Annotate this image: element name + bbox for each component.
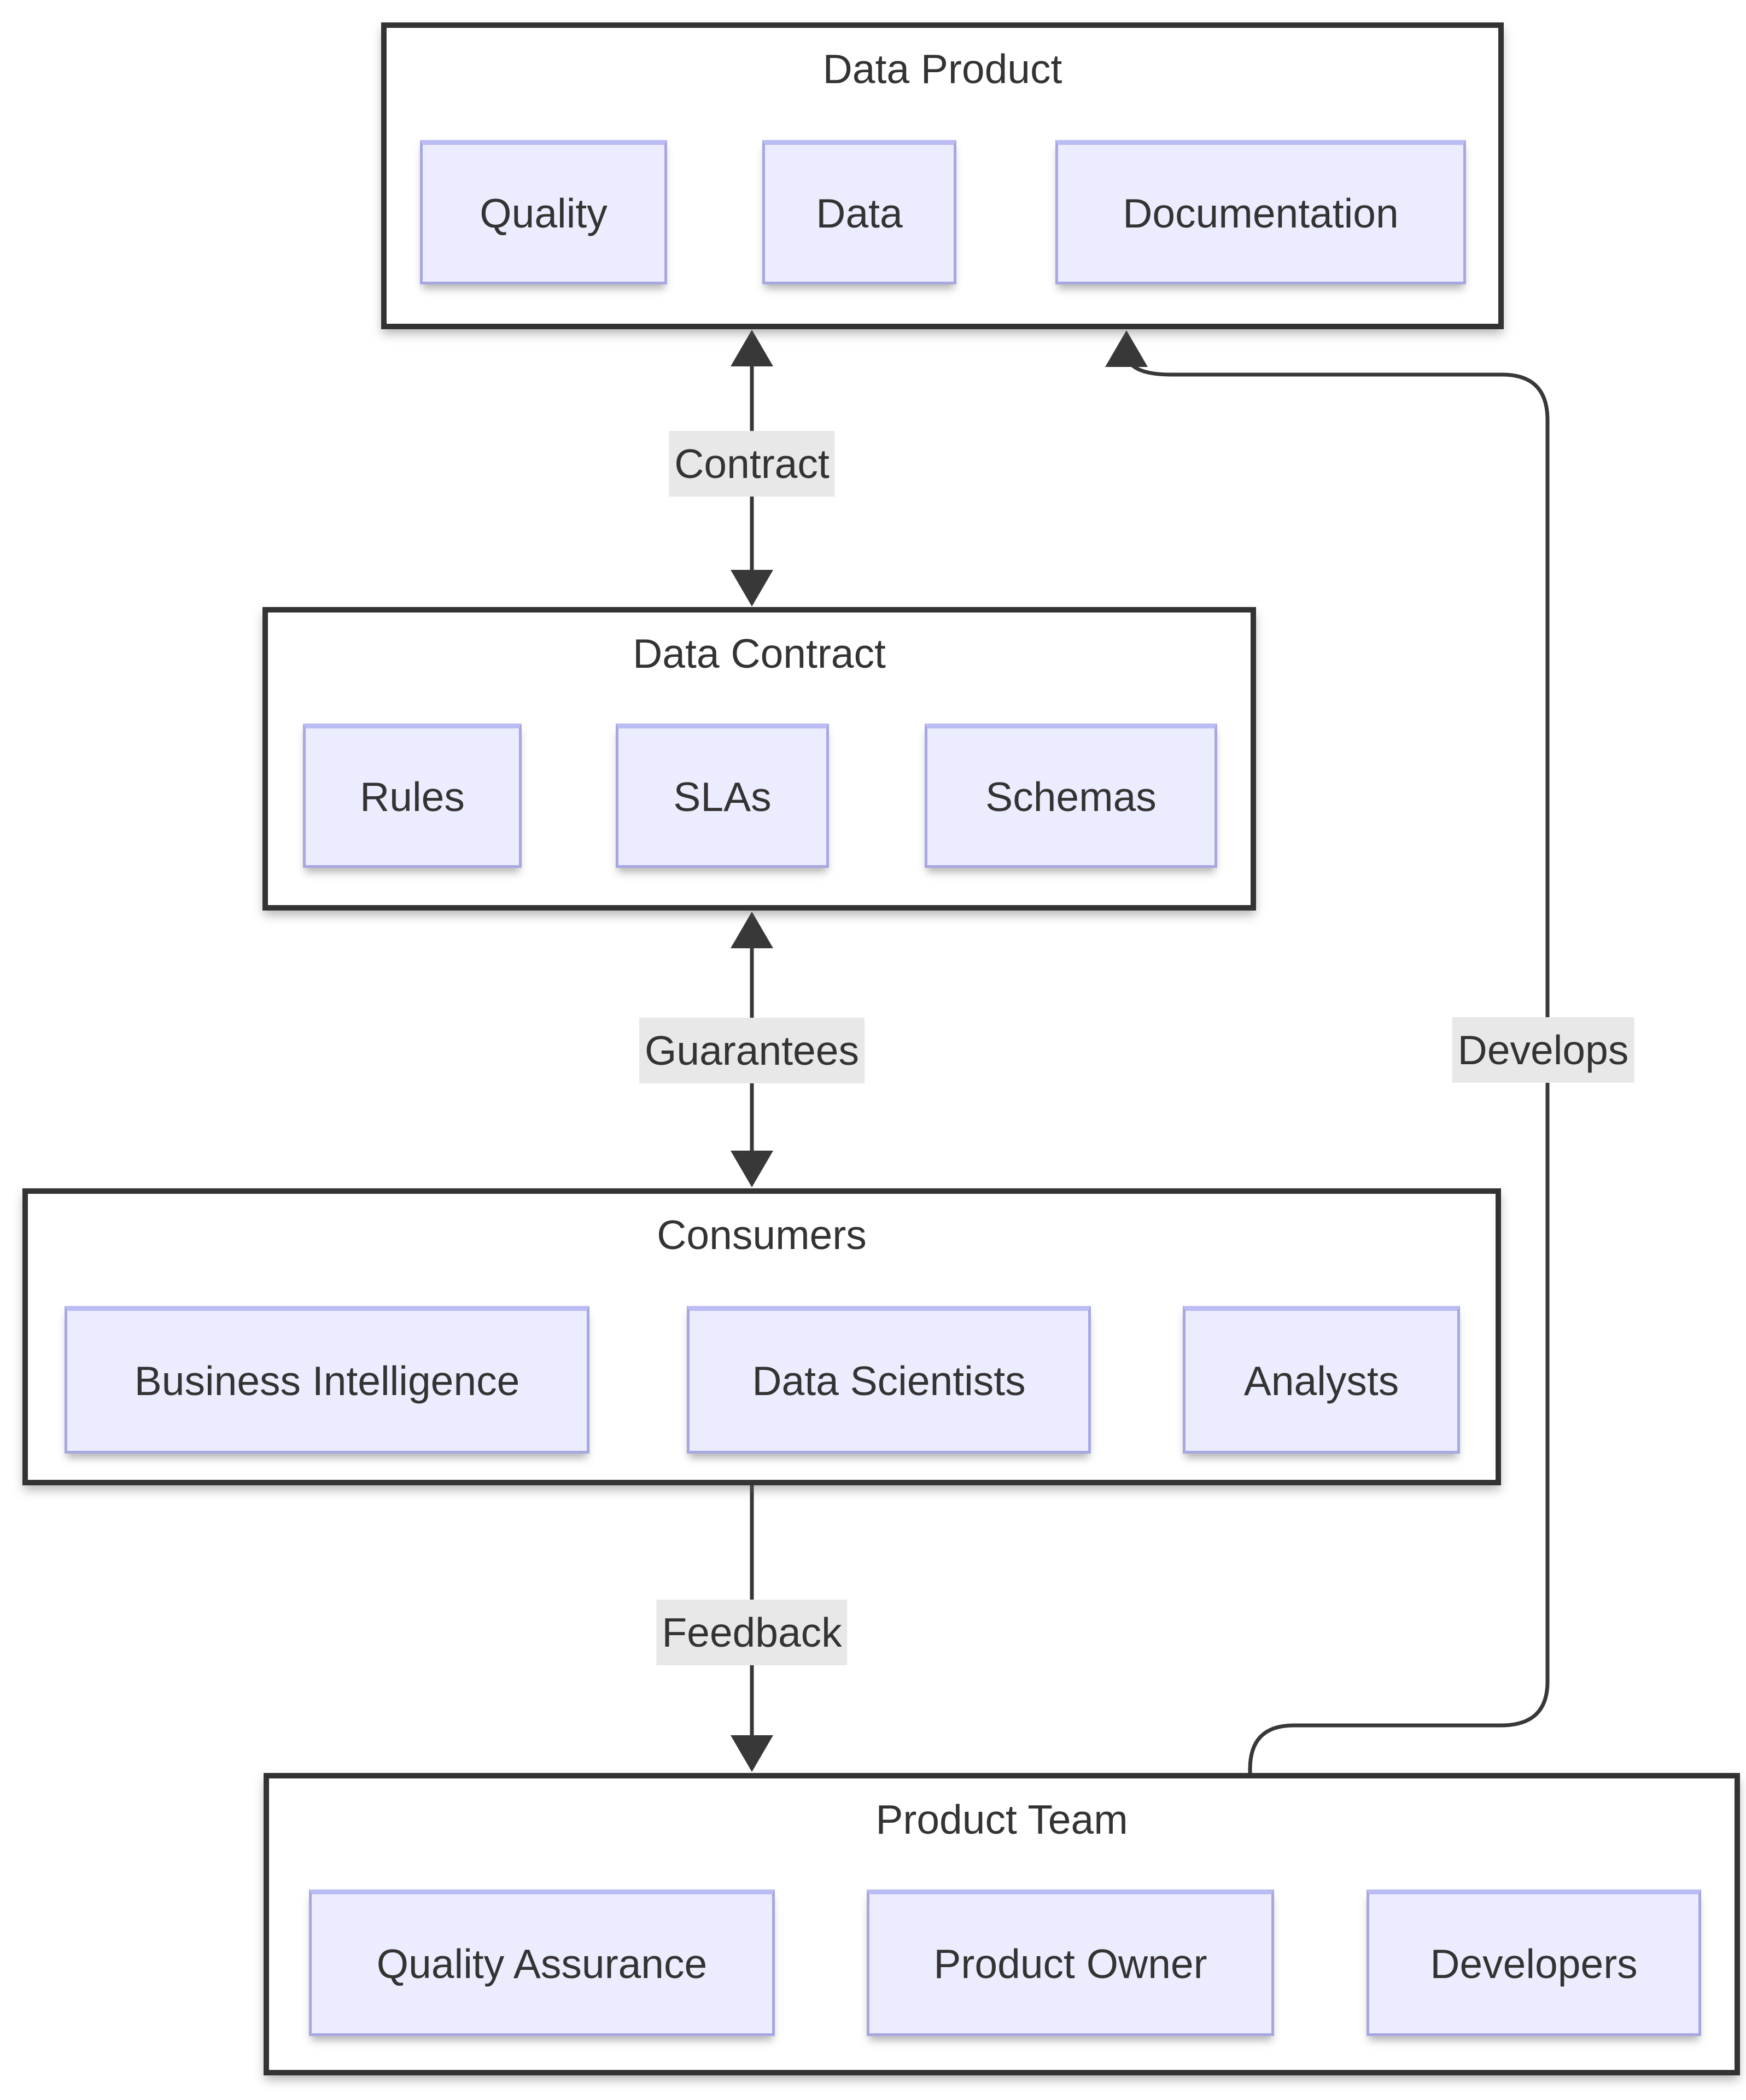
node-rules: Rules: [303, 724, 522, 868]
node-documentation-label: Documentation: [1123, 190, 1399, 236]
node-slas: SLAs: [616, 724, 829, 868]
node-data-scientists: Data Scientists: [687, 1306, 1091, 1454]
edge-label-feedback: Feedback: [656, 1600, 848, 1665]
group-product-team-title: Product Team: [875, 1796, 1128, 1842]
group-product-team: Product Team Quality Assurance Product O…: [264, 1773, 1740, 2075]
feedback-arrowhead-down-icon: [731, 1735, 773, 1772]
node-analysts-label: Analysts: [1243, 1357, 1399, 1404]
guarantees-arrowhead-up-icon: [731, 912, 773, 948]
node-quality: Quality: [420, 140, 667, 284]
group-data-contract-title: Data Contract: [633, 631, 886, 676]
node-documentation: Documentation: [1055, 140, 1466, 284]
edge-label-develops: Develops: [1452, 1017, 1634, 1083]
guarantees-arrowhead-down-icon: [731, 1151, 773, 1187]
node-developers-label: Developers: [1430, 1940, 1638, 1987]
group-data-product: Data Product Quality Data Documentation: [381, 22, 1504, 329]
develops-arrowhead-up-icon: [1105, 330, 1148, 367]
node-data: Data: [762, 140, 956, 284]
edge-label-contract: Contract: [669, 431, 835, 497]
node-product-owner-label: Product Owner: [933, 1940, 1207, 1987]
node-business-intelligence: Business Intelligence: [65, 1306, 589, 1454]
node-quality-assurance: Quality Assurance: [309, 1889, 775, 2036]
group-consumers-title: Consumers: [657, 1212, 867, 1258]
node-product-owner: Product Owner: [867, 1889, 1274, 2036]
node-data-label: Data: [816, 190, 903, 236]
node-quality-assurance-label: Quality Assurance: [376, 1940, 708, 1987]
group-consumers: Consumers Business Intelligence Data Sci…: [22, 1188, 1501, 1485]
node-slas-label: SLAs: [673, 773, 772, 820]
contract-arrowhead-down-icon: [731, 570, 773, 606]
contract-arrowhead-up-icon: [731, 330, 773, 366]
node-analysts: Analysts: [1183, 1306, 1460, 1454]
develops-edge-path: [1124, 350, 1550, 1773]
node-business-intelligence-label: Business Intelligence: [134, 1357, 520, 1404]
edge-label-guarantees: Guarantees: [639, 1018, 865, 1083]
node-data-scientists-label: Data Scientists: [752, 1357, 1026, 1404]
node-schemas-label: Schemas: [985, 773, 1157, 820]
node-schemas: Schemas: [925, 724, 1217, 868]
node-quality-label: Quality: [480, 190, 608, 236]
node-rules-label: Rules: [360, 773, 465, 820]
group-data-product-title: Data Product: [822, 46, 1062, 92]
node-developers: Developers: [1367, 1889, 1701, 2036]
group-data-contract: Data Contract Rules SLAs Schemas: [262, 607, 1256, 911]
